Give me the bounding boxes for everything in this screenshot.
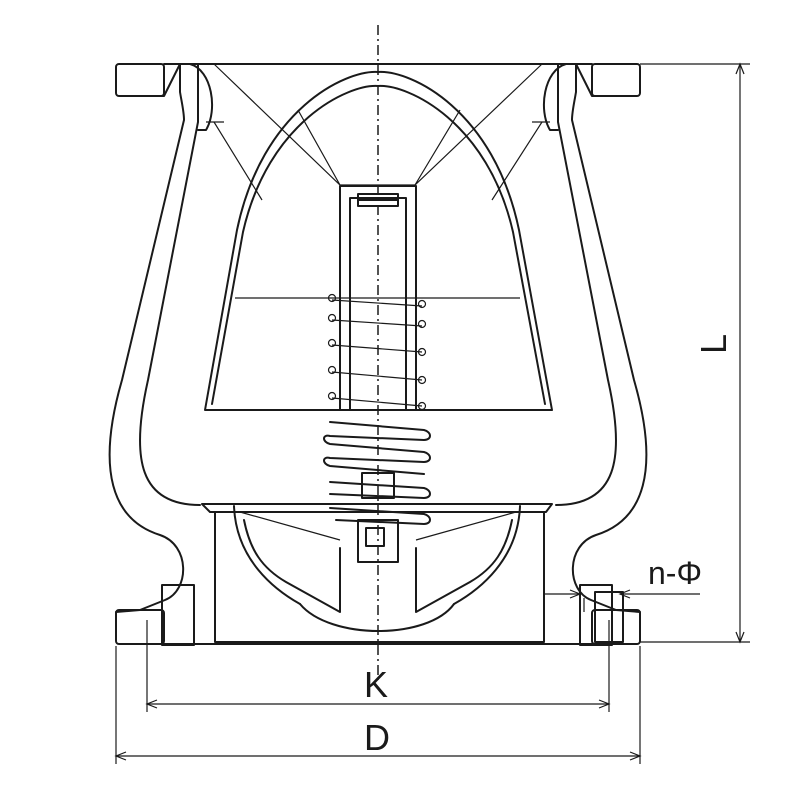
dim-k-label: K (364, 664, 388, 705)
dimension-l: L (640, 62, 750, 644)
coil-end (417, 401, 427, 411)
top-flange-right-step (575, 63, 617, 97)
right-bolt-boss (579, 584, 613, 646)
left-seat-ring (189, 63, 213, 131)
bottom-flange-left-ear (115, 609, 165, 645)
left-bolt-boss (161, 584, 195, 646)
body-inner-wall (138, 63, 618, 506)
top-flange (115, 63, 641, 97)
top-flange-left-ear (115, 63, 165, 97)
lower-seat (201, 503, 553, 632)
dim-l-label: L (693, 334, 734, 354)
dim-d-label: D (364, 717, 390, 758)
seat-plate-chamfers (239, 511, 517, 541)
valve-disc (204, 70, 553, 411)
seat-outer-arcs (233, 505, 521, 605)
seat-plate (201, 503, 553, 513)
lower-body (214, 511, 545, 643)
dim-l-arrows (735, 62, 745, 644)
upper-seat-rings (189, 63, 567, 131)
coil-end (417, 299, 427, 309)
coil-end (417, 375, 427, 385)
dim-d-arrows (114, 751, 642, 761)
top-flange-right-ear (591, 63, 641, 97)
spring-coils-upper (331, 299, 423, 407)
coil-end (327, 338, 337, 348)
coil-end (327, 391, 337, 401)
stem-bore (349, 197, 407, 411)
stem-bottom-pin (365, 527, 385, 547)
dimension-d: D (114, 646, 642, 764)
seat-bottom-arc (299, 603, 455, 632)
spring-upper (327, 293, 427, 411)
stem-lower-guide (361, 472, 395, 499)
dim-n-label: n-Φ (648, 555, 702, 591)
coil-end (327, 313, 337, 323)
stem-bottom-block (357, 519, 399, 563)
coil-end (327, 365, 337, 375)
valve-disc-inner (211, 84, 546, 405)
coil-end (327, 293, 337, 303)
top-flange-left-step (139, 63, 181, 97)
dimension-bolt-holes: n-Φ (545, 555, 702, 612)
coil-end (417, 347, 427, 357)
coil-end (417, 319, 427, 329)
bottom-flange (115, 584, 641, 646)
bottom-flange-right-ear (591, 609, 641, 645)
guide-stem (339, 185, 417, 411)
seat-webs (243, 519, 513, 613)
dimension-k: K (145, 620, 611, 712)
dim-k-arrows (145, 699, 611, 709)
body-outer-wall (108, 63, 648, 613)
dim-n-arrows (569, 589, 631, 599)
spring-lower (323, 421, 431, 525)
right-seat-ring (543, 63, 567, 131)
